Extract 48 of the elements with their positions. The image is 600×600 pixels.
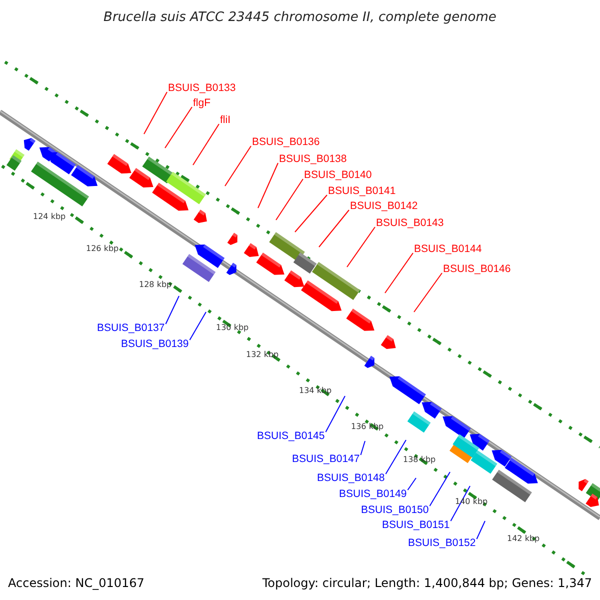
gene-label: BSUIS_B0146 xyxy=(443,263,511,275)
leader-line xyxy=(360,440,366,456)
leader-line xyxy=(476,520,486,540)
leader-line xyxy=(189,312,206,340)
leader-line xyxy=(407,478,416,490)
gene-label: fliI xyxy=(220,114,230,126)
scale-label: 124 kbp xyxy=(33,212,66,222)
title: Brucella suis ATCC 23445 chromosome II, complete genome xyxy=(102,10,498,25)
footer-text: Accession: NC_010167 xyxy=(8,576,144,590)
gene-label: BSUIS_B0150 xyxy=(361,504,429,516)
gene-label: BSUIS_B0144 xyxy=(414,243,482,255)
leader-line xyxy=(429,472,450,506)
leader-line xyxy=(165,296,180,324)
gene-label: BSUIS_B0141 xyxy=(328,185,396,197)
scale-label: 138 kbp xyxy=(403,455,436,465)
leader-line xyxy=(414,272,442,312)
leader-line xyxy=(164,106,192,148)
footer-text: Topology: circular; Length: 1,400,844 bp; Genes: 1,347 xyxy=(262,576,592,590)
gene-label: BSUIS_B0136 xyxy=(252,136,320,148)
gene-label: BSUIS_B0140 xyxy=(304,169,372,181)
gene-label: BSUIS_B0143 xyxy=(376,217,444,229)
leader-line xyxy=(346,226,376,268)
leader-line xyxy=(224,146,252,186)
leader-line xyxy=(325,396,346,432)
scale-label: 130 kbp xyxy=(216,323,249,333)
gene-label: BSUIS_B0151 xyxy=(382,519,450,531)
leader-line xyxy=(294,194,328,232)
gene-label: BSUIS_B0133 xyxy=(168,82,236,94)
gene-label: BSUIS_B0149 xyxy=(339,488,407,500)
gene-label: BSUIS_B0139 xyxy=(121,338,189,350)
leader-line xyxy=(258,162,278,208)
scale-label: 142 kbp xyxy=(507,534,540,544)
gene-label: flgF xyxy=(193,97,211,109)
gene-label: BSUIS_B0142 xyxy=(350,200,418,212)
gene-label: BSUIS_B0138 xyxy=(279,153,347,165)
leader-line xyxy=(318,210,350,248)
leader-line xyxy=(144,92,168,134)
leader-line xyxy=(192,124,220,166)
gene-label: BSUIS_B0148 xyxy=(317,472,385,484)
scale-label: 126 kbp xyxy=(86,244,119,254)
gene-label: BSUIS_B0152 xyxy=(408,537,476,549)
leader-line xyxy=(385,440,406,474)
gene-label: BSUIS_B0147 xyxy=(292,453,360,465)
gene-label: BSUIS_B0145 xyxy=(257,430,325,442)
gene-label: BSUIS_B0137 xyxy=(97,322,165,334)
leader-line xyxy=(276,178,304,220)
scale-label: 128 kbp xyxy=(139,280,172,290)
leader-line xyxy=(384,252,414,294)
